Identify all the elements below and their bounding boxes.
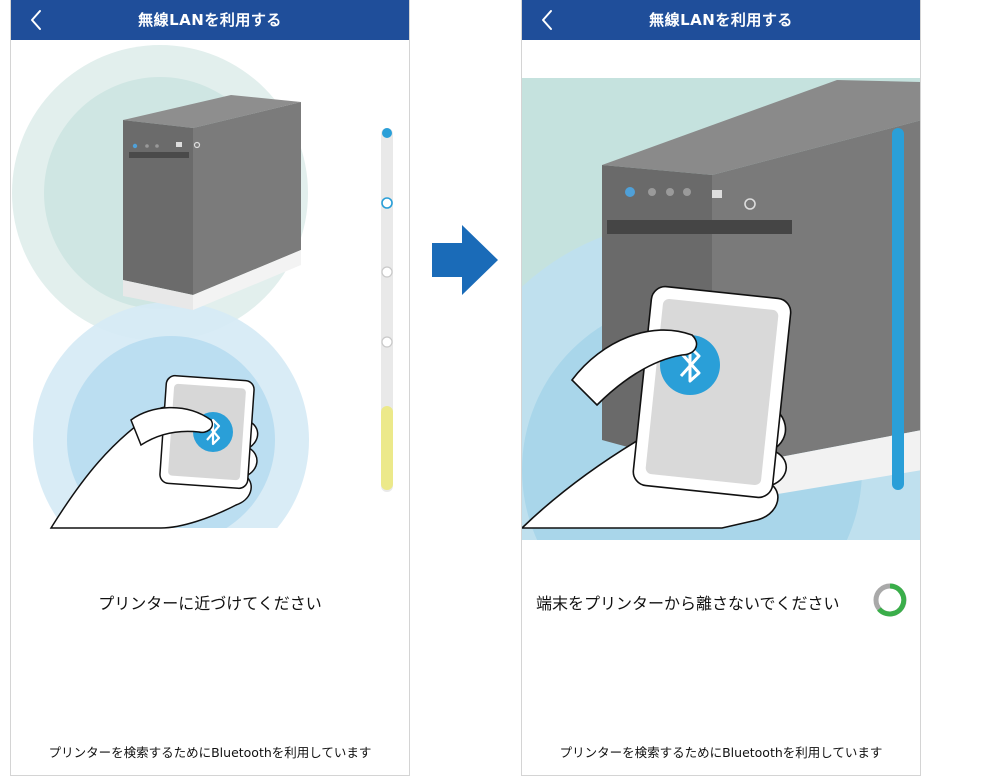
phone-in-hand-image [522, 285, 792, 529]
header-bar: 無線LANを利用する [11, 0, 409, 40]
right-arrow-icon [432, 225, 498, 295]
header-bar: 無線LANを利用する [522, 0, 920, 40]
phone-in-hand-image [49, 374, 259, 529]
meter-dot-current [381, 197, 393, 209]
instruction-text: 端末をプリンターから離さないでください [536, 594, 840, 613]
bluetooth-notice: プリンターを検索するためにBluetoothを利用しています [559, 745, 883, 760]
back-button[interactable] [532, 4, 562, 36]
page-title: 無線LANを利用する [138, 11, 282, 29]
signal-meter-fill [381, 406, 393, 490]
meter-dot [381, 336, 393, 348]
instruction-text: プリンターに近づけてください [98, 594, 322, 613]
back-button[interactable] [21, 4, 51, 36]
meter-dot-active [382, 128, 392, 138]
close-up-illustration [522, 78, 920, 540]
meter-dot [381, 266, 393, 278]
screen-keep-close: 無線LANを利用する [521, 0, 921, 776]
printer-image [123, 95, 301, 310]
chevron-left-icon [31, 10, 41, 30]
loading-spinner-icon [873, 583, 907, 617]
page-title: 無線LANを利用する [649, 11, 793, 29]
signal-meter [381, 128, 393, 492]
bluetooth-notice: プリンターを検索するためにBluetoothを利用しています [48, 745, 372, 760]
screen-approach-printer: 無線LANを利用する [10, 0, 410, 776]
chevron-left-icon [542, 10, 552, 30]
approach-illustration [11, 45, 409, 540]
signal-meter-full [892, 128, 904, 490]
